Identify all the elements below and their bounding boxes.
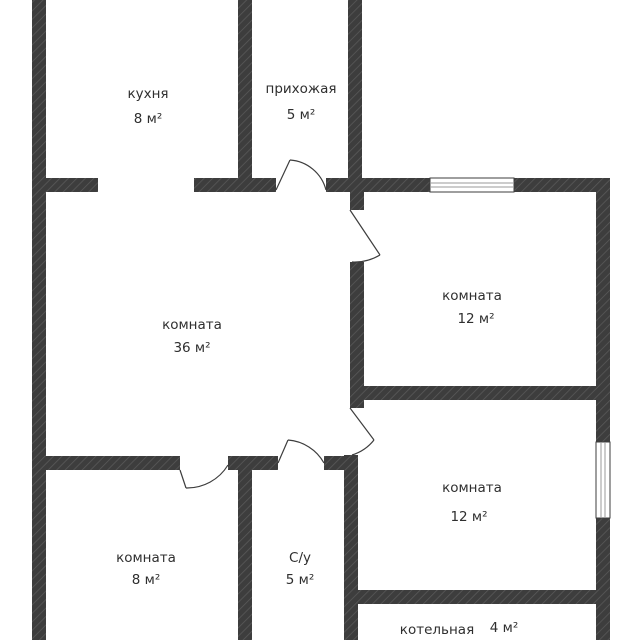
windows [429,177,611,519]
door-hallway [275,159,327,191]
room-area-boiler: 4 м² [490,620,518,636]
room-area-kitchen: 8 м² [134,111,162,127]
room-name-bathroom: С/у [289,550,311,566]
room-area-right-mid: 12 м² [450,509,487,525]
door-right-mid [349,407,375,456]
wall-right-upper [596,178,610,442]
window-top [429,177,515,193]
door-bathroom [277,439,325,464]
room-area-hallway: 5 м² [287,107,315,123]
room-name-right-top: комната [442,288,502,304]
room-name-hallway: прихожая [266,81,337,97]
room-name-bottom-left: комната [116,550,176,566]
room-area-bathroom: 5 м² [286,572,314,588]
window-right [595,441,611,519]
wall-interior-vertical-c [344,455,358,640]
wall-horizontal-mid-a [32,456,180,470]
wall-boiler-top [344,590,610,604]
wall-left-lower [32,178,46,640]
wall-horizontal-mid-b [228,456,278,470]
door-right-top [349,209,381,263]
wall-left-upper [32,0,46,192]
door-bottom-left [179,464,229,489]
room-name-right-mid: комната [442,480,502,496]
room-area-right-top: 12 м² [457,311,494,327]
doors [179,159,381,489]
wall-horizontal-top-c [326,178,430,192]
wall-horizontal-mid-c [324,456,358,470]
room-area-bottom-left: 8 м² [132,572,160,588]
room-name-kitchen: кухня [127,86,168,102]
room-name-boiler: котельная [400,622,474,638]
wall-interior-vertical-b [350,262,364,408]
wall-horizontal-top-a [32,178,98,192]
wall-kitchen-hallway [238,0,252,190]
room-labels: кухня 8 м² прихожая 5 м² комната 36 м² к… [116,81,518,638]
wall-right-lower [596,518,610,640]
wall-hallway-right [348,0,362,190]
room-name-large: комната [162,317,222,333]
room-area-large: 36 м² [173,340,210,356]
walls [32,0,610,640]
wall-interior-vertical-a [350,178,364,210]
wall-bathroom-left [238,456,252,640]
wall-horizontal-top-d [514,178,610,192]
wall-horizontal-top-b [194,178,276,192]
wall-right-rooms-divider [350,386,610,400]
